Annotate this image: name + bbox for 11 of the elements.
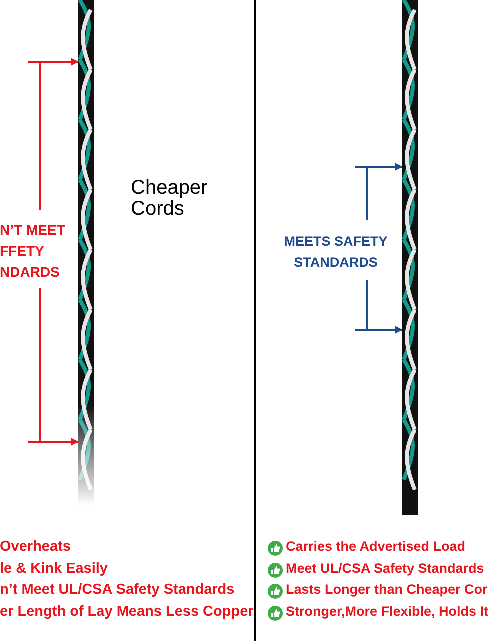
con-item: Overheats (0, 539, 71, 555)
pro-item: Meet UL/CSA Safety Standards (286, 560, 484, 576)
heading: Cheaper Cords (131, 178, 209, 220)
con-item: le & Kink Easily (0, 560, 108, 576)
warning-label: N’T MEET FFETY NDARDS (0, 221, 66, 282)
pro-item: Lasts Longer than Cheaper Cor (286, 582, 488, 597)
pro-item: Stronger,More Flexible, Holds It (286, 604, 489, 618)
pro-item: Carries the Advertised Load (286, 539, 466, 554)
con-item: er Length of Lay Means Less Copper (0, 604, 254, 620)
safety-label: MEETS SAFETY STANDARDS (283, 233, 389, 272)
con-item: n’t Meet UL/CSA Safety Standards (0, 582, 235, 598)
